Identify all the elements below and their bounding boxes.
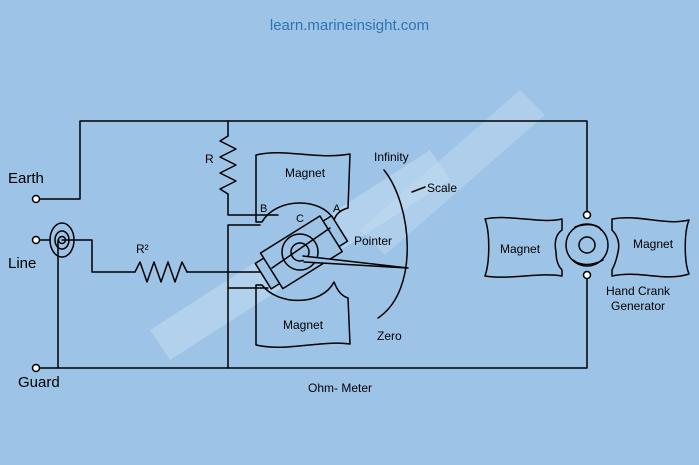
coil-crossbar (271, 227, 331, 269)
generator-magnet-right (611, 217, 690, 278)
pointer-label: Pointer (354, 234, 393, 248)
resistor-r2-zigzag (134, 261, 188, 283)
generator-rotor-outer (565, 223, 609, 267)
magnet-bottom-shape (255, 281, 351, 348)
resistor-r-zigzag (219, 135, 237, 195)
coil-b-label: B (260, 203, 268, 215)
scale-arc (377, 169, 408, 319)
earth-terminal (31, 194, 41, 204)
resistor-r2-label: R² (136, 242, 149, 256)
wire-earth (37, 120, 588, 214)
generator-terminal-bottom (582, 270, 592, 280)
generator-brush-top (574, 223, 602, 231)
magnet-top-label: Magnet (285, 166, 326, 180)
generator-rotor-inner (578, 236, 596, 254)
generator-terminal-top (582, 210, 592, 220)
generator-caption-line1: Hand Crank (605, 284, 671, 298)
zero-label: Zero (377, 329, 402, 343)
ohm-meter-title: Ohm- Meter (308, 381, 373, 395)
wire-guard (37, 275, 588, 369)
wire-r-to-coil (227, 193, 279, 216)
watermark-logo (150, 90, 545, 360)
generator-brush-bottom (572, 259, 604, 266)
website-url[interactable]: learn.marineinsight.com (269, 17, 430, 34)
earth-label: Earth (8, 170, 44, 187)
infinity-label: Infinity (374, 150, 409, 164)
generator-magnet-left-label: Magnet (500, 242, 541, 256)
line-terminal (31, 235, 41, 245)
scale-label: Scale (427, 181, 458, 195)
generator-magnet-left (484, 216, 563, 278)
generator-magnet-right-label: Magnet (633, 237, 674, 251)
guard-label: Guard (18, 374, 60, 391)
coil-pivot-inner (290, 242, 310, 262)
wire-line-r2 (61, 239, 136, 273)
resistor-r-label: R (205, 152, 214, 166)
magnet-bottom-label: Magnet (283, 318, 324, 332)
coil-a-label: A (333, 203, 341, 215)
magnet-top-shape (255, 152, 351, 223)
coil-c-label: C (296, 213, 304, 225)
wire-meter-to-guard (227, 224, 261, 369)
pointer-needle (302, 255, 409, 269)
scale-leader (411, 186, 426, 193)
generator-caption-line2: Generator (610, 299, 666, 313)
guard-terminal (31, 363, 41, 373)
line-label: Line (8, 255, 37, 272)
